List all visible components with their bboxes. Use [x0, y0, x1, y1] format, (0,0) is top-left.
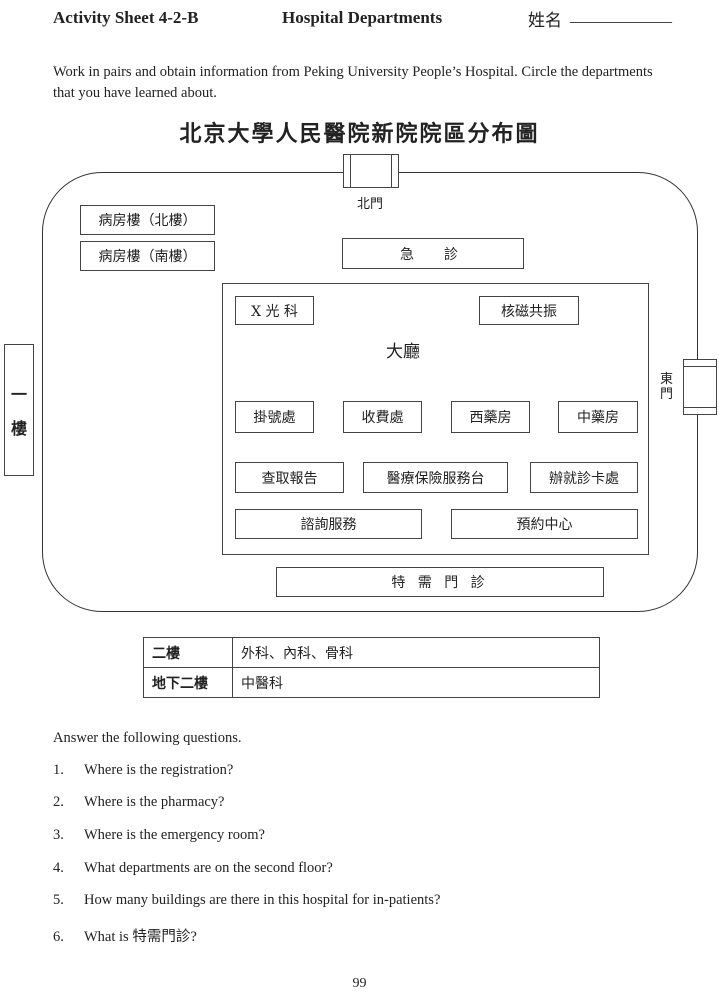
special-clinic[interactable]: 特 需 門 診 [276, 567, 604, 597]
question-item: 2.Where is the pharmacy? [53, 794, 225, 810]
sheet-title: Hospital Departments [282, 8, 443, 27]
east-gate-icon [683, 359, 717, 415]
table-row: 地下二樓 中醫科 [143, 667, 600, 698]
name-blank[interactable]: ____________ [570, 6, 672, 25]
information-desk[interactable]: 諮詢服務 [235, 509, 422, 539]
floor-name: 地下二樓 [143, 667, 233, 698]
mri-department[interactable]: 核磁共振 [479, 296, 579, 325]
north-gate-label: 北門 [357, 197, 384, 212]
page-number: 99 [352, 976, 367, 991]
floor-tag: 一 樓 [4, 344, 34, 476]
question-item: 1.Where is the registration? [53, 762, 234, 778]
map-title: 北京大學人民醫院新院院區分布圖 [179, 121, 540, 147]
question-item: 6.What is 特需門診? [53, 929, 197, 945]
ward-north[interactable]: 病房樓（北樓） [80, 205, 215, 235]
report-pickup[interactable]: 查取報告 [235, 462, 344, 493]
xray-department[interactable]: X 光 科 [235, 296, 314, 325]
floor-tag-char: 一 [10, 385, 27, 404]
card-office[interactable]: 辦就診卡處 [530, 462, 638, 493]
lobby-area [222, 283, 649, 555]
insurance-desk[interactable]: 醫療保險服務台 [363, 462, 508, 493]
floor-name: 二樓 [143, 637, 233, 668]
lobby-label: 大廳 [386, 342, 420, 362]
name-label: 姓名 [528, 11, 562, 31]
floors-table: 二樓 外科、內科、骨科 地下二樓 中醫科 [143, 637, 600, 698]
ward-south[interactable]: 病房樓（南樓） [80, 241, 215, 271]
questions-heading: Answer the following questions. [53, 730, 242, 746]
sheet-label: Activity Sheet 4-2-B [53, 8, 199, 27]
table-row: 二樓 外科、內科、骨科 [143, 637, 600, 668]
emergency[interactable]: 急 診 [342, 238, 524, 269]
chinese-pharmacy[interactable]: 中藥房 [558, 401, 638, 433]
cashier-desk[interactable]: 收費處 [343, 401, 422, 433]
appointment-center[interactable]: 預約中心 [451, 509, 638, 539]
question-item: 3.Where is the emergency room? [53, 827, 265, 843]
north-gate-icon [343, 154, 399, 188]
registration-desk[interactable]: 掛號處 [235, 401, 314, 433]
instructions: Work in pairs and obtain information fro… [53, 64, 653, 101]
floor-tag-char: 樓 [10, 419, 27, 438]
east-gate-label: 東門 [660, 372, 674, 402]
floor-departments: 中醫科 [232, 667, 600, 698]
question-item: 5.How many buildings are there in this h… [53, 892, 441, 908]
floor-departments: 外科、內科、骨科 [232, 637, 600, 668]
western-pharmacy[interactable]: 西藥房 [451, 401, 530, 433]
question-item: 4.What departments are on the second flo… [53, 860, 333, 876]
